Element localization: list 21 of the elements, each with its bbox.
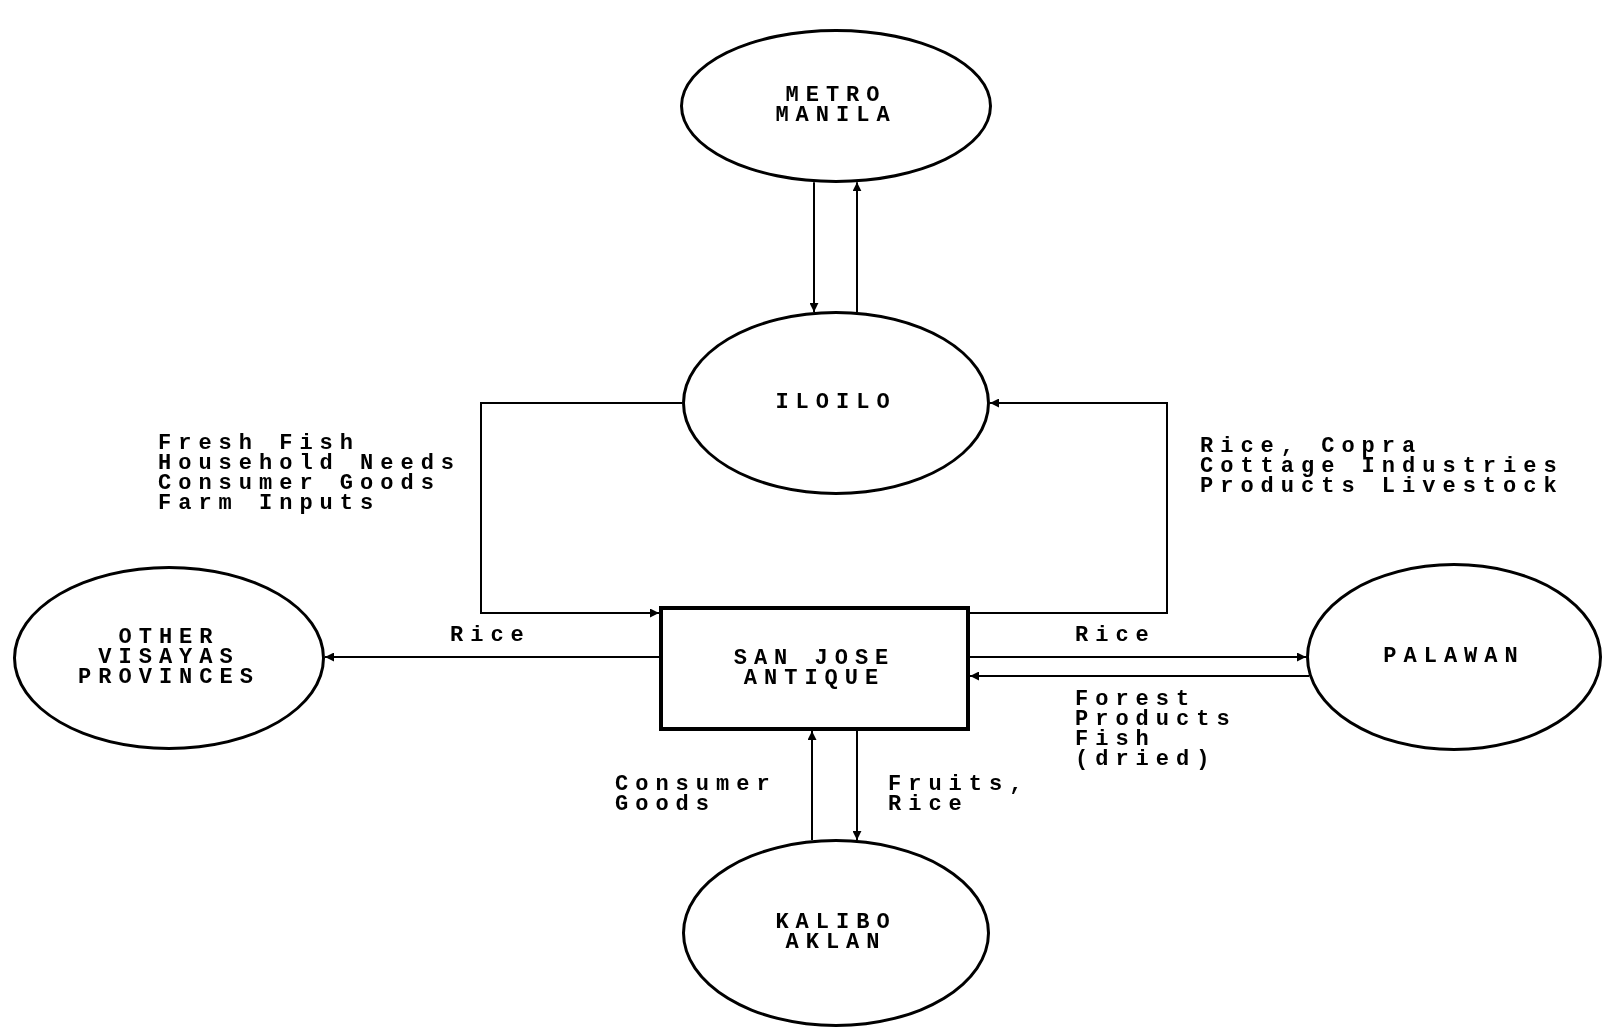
arrow [969, 652, 1307, 662]
place-name: METRO MANILA [774, 86, 898, 126]
arrow [969, 398, 1168, 614]
edge-label: Fresh Fish Household Needs Consumer Goods Farm Inputs [158, 434, 463, 514]
place-box [659, 606, 970, 731]
edge-label: Rice, Copra Cottage Industries Products Livestock [1200, 437, 1565, 497]
edge-label: Rice [1075, 626, 1157, 646]
arrow [809, 181, 819, 313]
place-name: OTHER VISAYAS PROVINCES [77, 628, 261, 688]
arrow [852, 730, 862, 841]
place-name: ILOILO [774, 393, 898, 413]
edge-label: Rice [450, 626, 532, 646]
arrow [324, 652, 660, 662]
arrow [480, 402, 683, 618]
edge-label: Fruits, Rice [888, 775, 1031, 815]
arrow [852, 181, 862, 313]
edge-label: Consumer Goods [615, 775, 778, 815]
place-name: PALAWAN [1382, 647, 1526, 667]
place-name: SAN JOSE ANTIQUE [732, 648, 897, 689]
place-name: KALIBO AKLAN [774, 913, 898, 953]
edge-label: Forest Products Fish (dried) [1075, 690, 1238, 770]
